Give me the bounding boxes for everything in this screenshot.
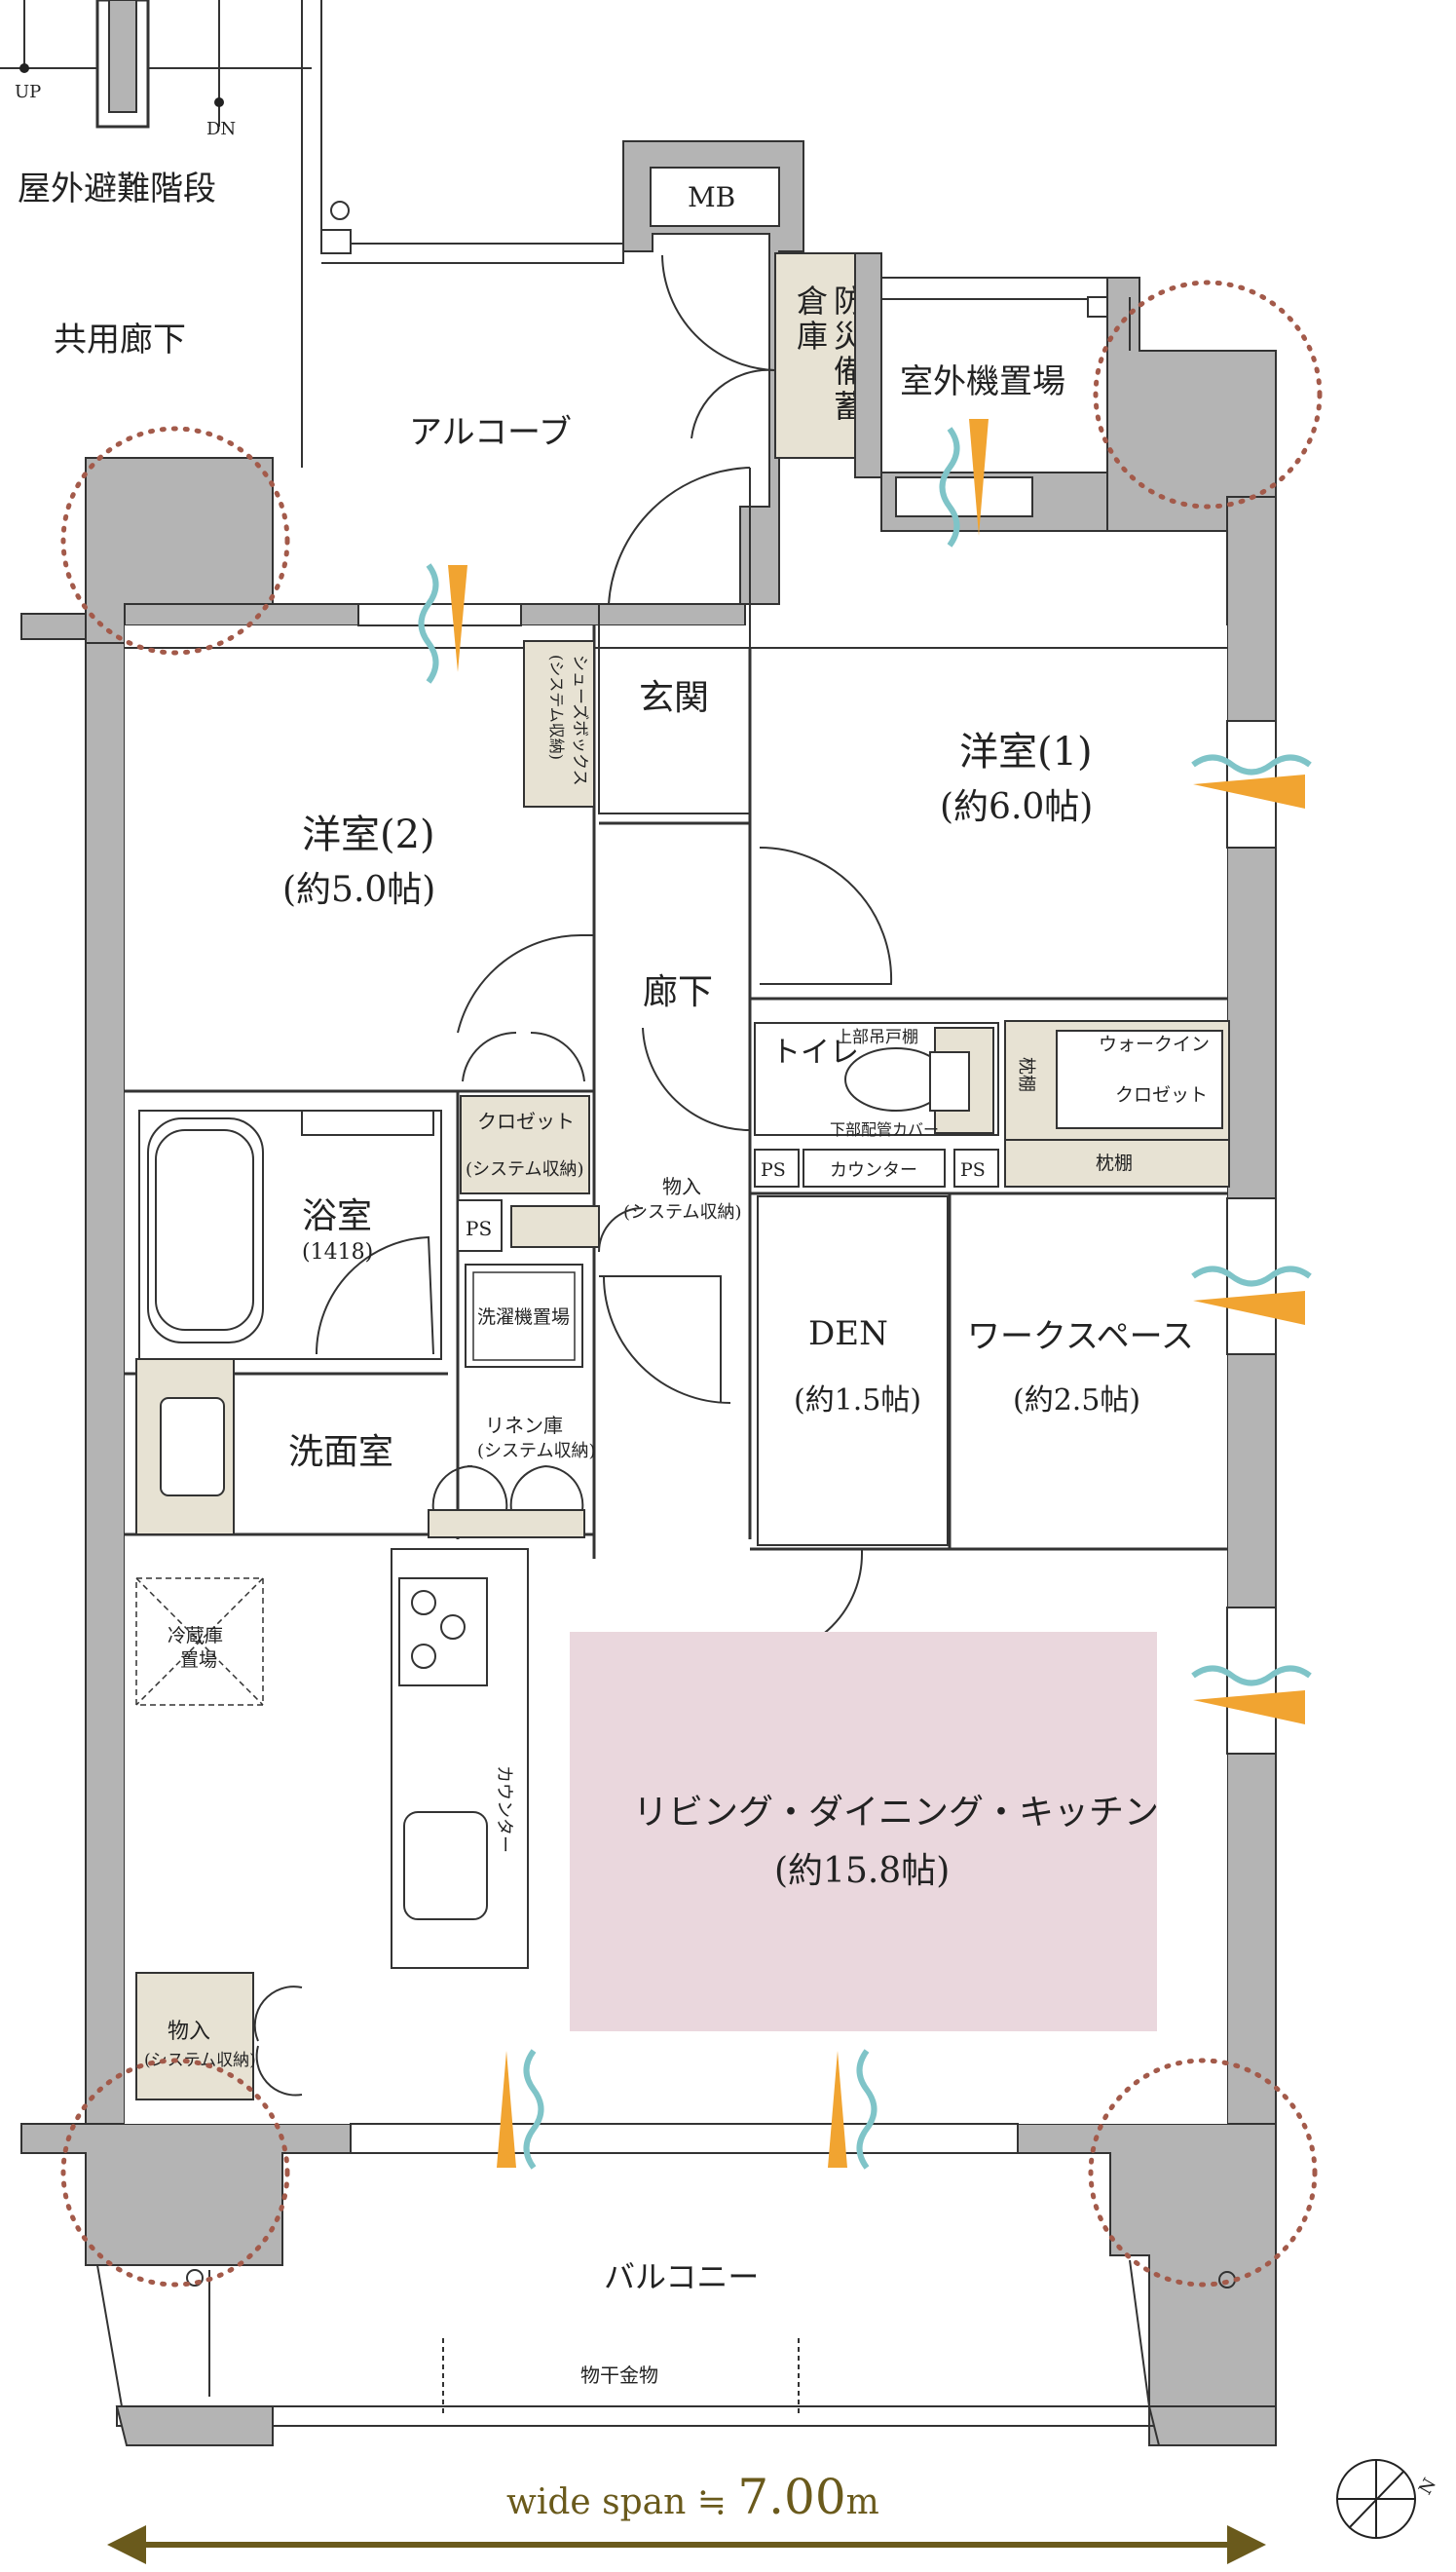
closet-label: クロゼット [477, 1110, 575, 1133]
ldk-size: (約15.8帖) [774, 1851, 950, 1891]
workspace-size: (約2.5帖) [1013, 1383, 1140, 1418]
stairs-dn-label: DN [206, 119, 236, 139]
den-room [757, 1195, 949, 1546]
compass-north-label: N [1415, 2475, 1440, 2498]
mb-door-swing[interactable] [661, 254, 775, 371]
linen-label: リネン庫 [485, 1414, 563, 1437]
alcove-label: アルコーブ [409, 413, 572, 452]
corridor-storage [510, 1205, 600, 1248]
stairs-up-label: UP [15, 82, 41, 102]
balcony [96, 2259, 1277, 2446]
ps-label-3: PS [960, 1159, 986, 1181]
ldk-storage-label: 物入 [168, 2020, 210, 2044]
pillow-shelf-bottom: 枕棚 [1096, 1153, 1133, 1174]
western-room-2-size: (約5.0帖) [282, 870, 435, 910]
entrance-door-swing[interactable] [608, 467, 751, 605]
outdoor-stairs-label: 屋外避難階段 [18, 170, 216, 208]
western-room-2-door[interactable] [457, 933, 594, 1034]
shoe-box-note: (システム収納) [547, 655, 566, 760]
disaster-storage [774, 252, 856, 459]
toilet-door[interactable] [642, 1027, 751, 1132]
walk-in-closet [1004, 1020, 1230, 1188]
corridor-storage-label: 物入 [662, 1175, 701, 1198]
exterior-walls [20, 457, 1277, 2446]
common-corridor-label: 共用廊下 [54, 321, 186, 359]
fridge-label-1: 冷蔵庫 [168, 1625, 223, 1646]
bathroom-name: 浴室 [302, 1196, 372, 1236]
ps-label-2: PS [761, 1159, 786, 1181]
outdoor-unit-label: 室外機置場 [900, 362, 1065, 401]
linen-storage [428, 1509, 585, 1538]
western-room-1-size: (約6.0帖) [940, 787, 1093, 827]
fridge-area [135, 1577, 264, 1706]
kitchen-counter [391, 1548, 529, 1969]
toilet-counter [803, 1149, 946, 1188]
washroom-label: 洗面室 [288, 1432, 393, 1472]
fridge-label-2: 置場 [180, 1649, 217, 1671]
wide-span-arrow [107, 2525, 1266, 2564]
pipe-cover-label: 下部配管カバー [830, 1120, 939, 1139]
mb-label: MB [688, 181, 735, 213]
closet-note: (システム収納) [466, 1159, 584, 1180]
balcony-label: バルコニー [604, 2258, 759, 2295]
ps-label-1: PS [466, 1217, 492, 1240]
linen-note: (システム収納) [477, 1441, 596, 1461]
washing-machine-area [465, 1264, 583, 1368]
entrance [598, 603, 751, 814]
den-size: (約1.5帖) [794, 1383, 921, 1418]
ldk-name: リビング・ダイニング・キッチン [633, 1793, 1159, 1833]
outdoor-stairs [0, 0, 322, 253]
alcove-frame [301, 201, 624, 468]
bathroom [138, 1110, 442, 1360]
mb-closet [622, 140, 804, 605]
closet [460, 1095, 590, 1194]
washing-machine-label: 洗濯機置場 [477, 1306, 570, 1328]
walk-in-label-2: クロゼット [1115, 1084, 1208, 1106]
toilet-room [754, 1022, 999, 1136]
ps-box-3 [953, 1149, 999, 1188]
drying-rack-label: 物干金物 [580, 2364, 658, 2387]
toilet-counter-label: カウンター [830, 1160, 917, 1181]
entrance-label: 玄関 [639, 678, 709, 718]
ps-box-1 [457, 1199, 503, 1252]
ps-box-2 [754, 1149, 800, 1188]
western-room-1-name: 洋室(1) [959, 730, 1093, 775]
corridor-label: 廊下 [643, 972, 713, 1012]
kitchen-counter-label: カウンター [494, 1765, 514, 1853]
pillow-shelf-side: 枕棚 [1016, 1057, 1036, 1092]
ventilation-symbols [418, 419, 1312, 2170]
walk-in-label-1: ウォークイン [1099, 1034, 1210, 1055]
ldk-storage-note: (システム収納) [144, 2051, 256, 2070]
ldk-area [570, 1632, 1157, 2031]
washroom-door[interactable] [603, 1275, 731, 1404]
wide-span-label: wide span ≒ 7.00m [506, 2469, 879, 2525]
ldk-storage [135, 1972, 254, 2100]
corner-markers [60, 280, 1323, 2288]
western-room-2-name: 洋室(2) [302, 813, 435, 857]
western-room-1 [759, 847, 893, 985]
shoe-box-label: シューズボックス [570, 655, 589, 786]
washroom [135, 1358, 235, 1535]
toilet-label: トイレ [771, 1036, 859, 1070]
shoe-box [523, 640, 595, 808]
workspace-name: ワークスペース [967, 1317, 1194, 1356]
den-name: DEN [808, 1314, 888, 1353]
compass-icon [1336, 2459, 1416, 2539]
corridor-storage-note: (システム収納) [623, 1202, 742, 1223]
upper-cabinet-label: 上部吊戸棚 [836, 1028, 918, 1047]
bathroom-size: (1418) [302, 1240, 373, 1265]
